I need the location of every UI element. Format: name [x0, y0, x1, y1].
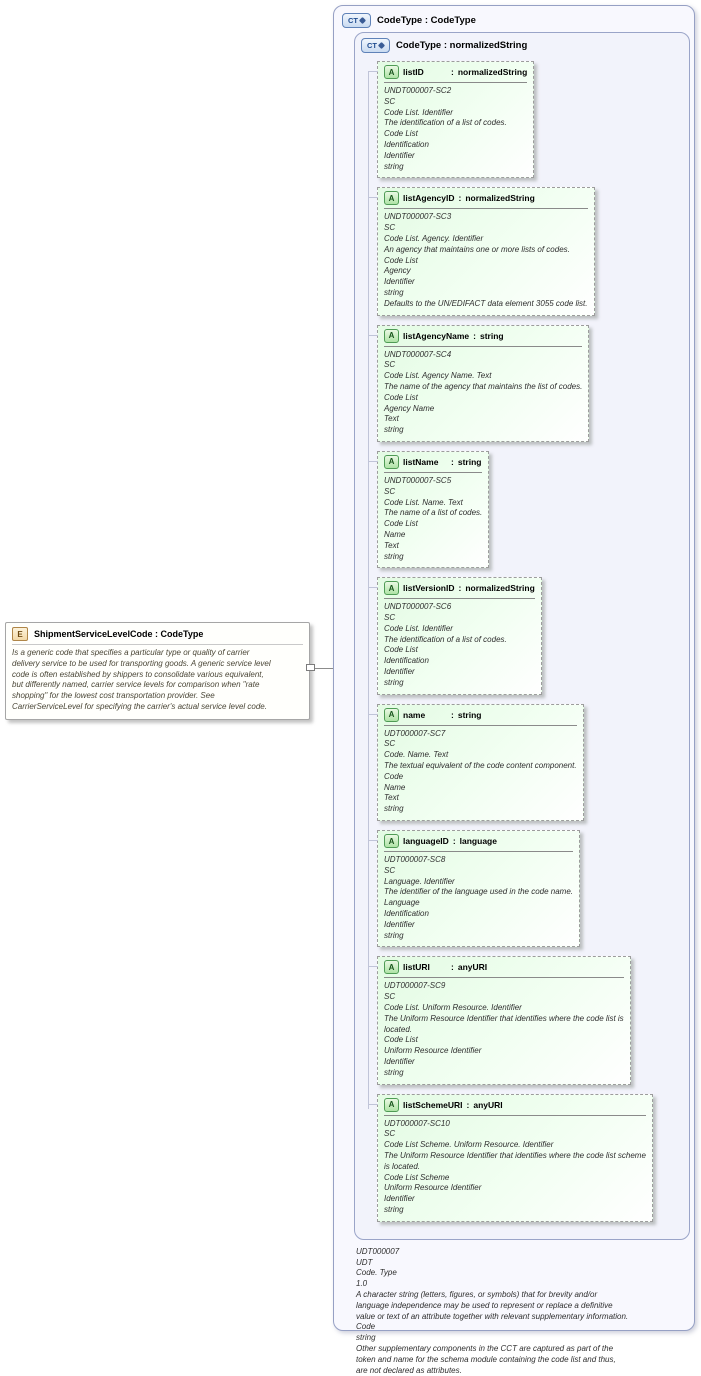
attribute-icon: A: [384, 454, 399, 469]
outer-box-title: CodeType : CodeType: [377, 15, 476, 26]
attribute-description: UDT000007-SC9 SC Code List. Uniform Reso…: [384, 981, 624, 1077]
attribute-header: A listID : normalizedString: [384, 65, 528, 83]
attribute-type-separator: :: [458, 583, 462, 594]
attribute-description: UNDT000007-SC3 SC Code List. Agency. Ide…: [384, 212, 588, 308]
connector-line: [314, 668, 333, 669]
attribute-header: A listAgencyID : normalizedString: [384, 191, 588, 210]
attribute-name: listName: [403, 456, 439, 467]
diamond-icon: [377, 41, 386, 50]
element-header: E ShipmentServiceLevelCode : CodeType: [12, 627, 303, 645]
attribute-box[interactable]: A listAgencyID : normalizedString UNDT00…: [369, 187, 595, 316]
attribute-type-separator: :: [451, 709, 454, 720]
attribute-type: string: [457, 709, 482, 720]
attribute-icon: A: [384, 707, 399, 722]
complextype-icon: CT: [342, 13, 371, 28]
complextype-icon: CT: [361, 38, 390, 53]
diamond-icon: [358, 16, 367, 25]
attribute-box[interactable]: A languageID : language UDT000007-SC8 SC…: [368, 830, 581, 948]
attribute-name: listID: [403, 67, 424, 77]
attribute-name: listSchemeURI: [403, 1099, 463, 1110]
attributes-column: A listID : normalizedString UNDT000007-S…: [368, 61, 685, 1222]
attribute-type: string: [457, 456, 482, 467]
attribute-type-separator: :: [466, 1099, 470, 1110]
codetype-inner-box[interactable]: CT CodeType : normalizedString A listID …: [354, 32, 690, 1240]
attribute-description: UNDT000007-SC2 SC Code List. Identifier …: [384, 86, 507, 171]
element-icon: E: [12, 627, 28, 641]
complextype-icon-label: CT: [367, 41, 377, 50]
codetype-outer-box[interactable]: CT CodeType : CodeType CT CodeType : nor…: [333, 5, 695, 1375]
attribute-type-separator: :: [473, 330, 476, 341]
attribute-type: language: [459, 836, 497, 847]
inner-box-title: CodeType : normalizedString: [396, 40, 528, 51]
element-title: ShipmentServiceLevelCode : CodeType: [34, 629, 204, 639]
attribute-type: normalizedString: [465, 193, 535, 204]
attribute-name: listAgencyName: [403, 330, 470, 341]
attribute-description: UNDT000007-SC6 SC Code List. Identifier …: [384, 602, 507, 687]
attribute-name: name: [403, 709, 426, 720]
outer-box-header: CT CodeType : CodeType: [340, 12, 690, 32]
attribute-icon: A: [384, 191, 399, 206]
attribute-box[interactable]: A listSchemeURI : anyURI UDT000007-SC10 …: [369, 1093, 653, 1222]
attribute-header: A name : string: [384, 707, 577, 726]
inner-box-header: CT CodeType : normalizedString: [359, 37, 685, 57]
attribute-type: anyURI: [473, 1099, 503, 1110]
attribute-icon: A: [384, 65, 399, 79]
attribute-name: listVersionID: [403, 583, 455, 594]
attribute-header: A listVersionID : normalizedString: [384, 581, 535, 600]
attribute-description: UNDT000007-SC5 SC Code List. Name. Text …: [384, 475, 483, 561]
attribute-box[interactable]: A listAgencyName : string UNDT000007-SC4…: [368, 324, 590, 442]
attribute-header: A languageID : language: [384, 834, 574, 853]
attribute-header: A listAgencyName : string: [384, 328, 583, 347]
attribute-name: listURI: [403, 962, 430, 973]
diagram-canvas: E ShipmentServiceLevelCode : CodeType Is…: [5, 5, 695, 1375]
footer-annotation: UDT000007 UDT Code. Type 1.0 A character…: [356, 1246, 629, 1375]
attribute-icon: A: [384, 1097, 399, 1112]
element-box[interactable]: E ShipmentServiceLevelCode : CodeType Is…: [5, 622, 310, 720]
attribute-box[interactable]: A listURI : anyURI UDT000007-SC9 SC Code…: [369, 956, 631, 1085]
attribute-type-separator: :: [452, 836, 456, 847]
attribute-icon: A: [384, 328, 399, 343]
attribute-header: A listURI : anyURI: [384, 960, 624, 979]
attribute-box[interactable]: A name : string UDT000007-SC7 SC Code. N…: [369, 703, 584, 822]
attribute-name: listAgencyID: [403, 193, 455, 204]
attribute-type-separator: :: [451, 456, 454, 467]
attribute-description: UDT000007-SC8 SC Language. Identifier Th…: [384, 855, 574, 940]
attribute-type: string: [479, 330, 504, 341]
attribute-header: A listName : string: [384, 454, 483, 473]
attribute-type-separator: :: [451, 67, 454, 77]
attribute-type: anyURI: [457, 962, 488, 973]
attribute-header: A listSchemeURI : anyURI: [384, 1097, 646, 1116]
attribute-name: languageID: [403, 836, 449, 847]
attribute-icon: A: [384, 834, 399, 849]
attribute-icon: A: [384, 960, 399, 975]
complextype-icon-label: CT: [348, 16, 358, 25]
attribute-type-separator: :: [451, 962, 454, 973]
attribute-icon: A: [384, 581, 399, 596]
element-description: Is a generic code that specifies a parti…: [12, 648, 271, 711]
attribute-description: UDT000007-SC7 SC Code. Name. Text The te…: [384, 728, 577, 814]
attribute-description: UDT000007-SC10 SC Code List Scheme. Unif…: [384, 1118, 646, 1214]
attribute-box[interactable]: A listID : normalizedString UNDT000007-S…: [368, 61, 535, 179]
attribute-box[interactable]: A listName : string UNDT000007-SC5 SC Co…: [368, 450, 490, 569]
attribute-type: normalizedString: [465, 583, 535, 594]
attribute-description: UNDT000007-SC4 SC Code List. Agency Name…: [384, 349, 583, 435]
attribute-type: normalizedString: [457, 67, 528, 77]
connector-port: [306, 664, 315, 671]
attribute-type-separator: :: [458, 193, 462, 204]
attribute-box[interactable]: A listVersionID : normalizedString UNDT0…: [369, 577, 542, 695]
